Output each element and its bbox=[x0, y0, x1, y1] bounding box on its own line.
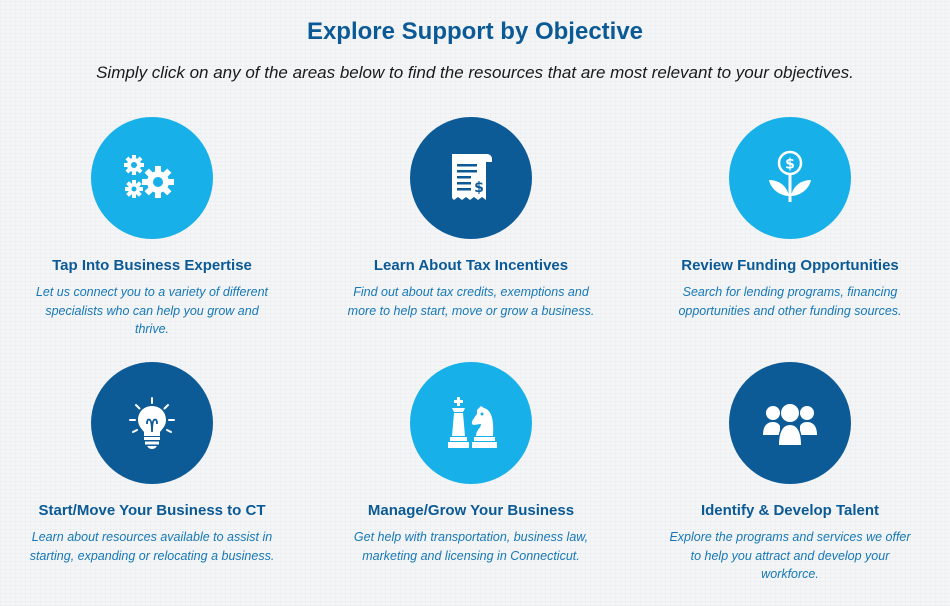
card-manage-grow-business[interactable]: Manage/Grow Your Business Get help with … bbox=[321, 362, 621, 565]
chess-pieces-icon bbox=[448, 397, 497, 448]
people-group-icon bbox=[763, 404, 817, 445]
gears-icon bbox=[124, 155, 174, 198]
card-funding-opportunities[interactable]: $ Review Funding Opportunities Search fo… bbox=[640, 117, 940, 320]
card-icon-circle[interactable] bbox=[410, 362, 532, 484]
svg-text:$: $ bbox=[474, 180, 484, 196]
card-description: Search for lending programs, financing o… bbox=[678, 285, 902, 318]
page-subtitle: Simply click on any of the areas below t… bbox=[96, 63, 854, 82]
card-title[interactable]: Identify & Develop Talent bbox=[700, 502, 880, 519]
card-icon-circle[interactable]: $ bbox=[410, 117, 532, 239]
page-title: Explore Support by Objective bbox=[306, 18, 644, 45]
card-description: Let us connect you to a variety of diffe… bbox=[35, 285, 269, 336]
card-title[interactable]: Learn About Tax Incentives bbox=[373, 257, 569, 274]
card-description: Find out about tax credits, exemptions a… bbox=[347, 285, 595, 318]
card-title[interactable]: Tap Into Business Expertise bbox=[52, 257, 252, 274]
card-description: Get help with transportation, business l… bbox=[353, 530, 589, 563]
money-plant-icon: $ bbox=[769, 150, 811, 202]
svg-text:$: $ bbox=[785, 157, 795, 173]
card-icon-circle[interactable] bbox=[91, 117, 213, 239]
lightbulb-icon bbox=[129, 397, 175, 449]
card-tax-incentives[interactable]: $ Learn About Tax Incentives Find out ab… bbox=[321, 117, 621, 320]
card-icon-circle[interactable]: $ bbox=[729, 117, 851, 239]
card-title[interactable]: Manage/Grow Your Business bbox=[367, 502, 575, 519]
card-start-move-business[interactable]: Start/Move Your Business to CT Learn abo… bbox=[2, 362, 302, 565]
card-business-expertise[interactable]: Tap Into Business Expertise Let us conne… bbox=[2, 117, 302, 339]
card-identify-develop-talent[interactable]: Identify & Develop Talent Explore the pr… bbox=[640, 362, 940, 584]
card-icon-circle[interactable] bbox=[729, 362, 851, 484]
card-title[interactable]: Review Funding Opportunities bbox=[681, 257, 899, 274]
card-description: Learn about resources available to assis… bbox=[29, 530, 275, 563]
receipt-dollar-icon: $ bbox=[452, 154, 492, 200]
card-title[interactable]: Start/Move Your Business to CT bbox=[38, 502, 266, 519]
card-icon-circle[interactable] bbox=[91, 362, 213, 484]
card-description: Explore the programs and services we off… bbox=[669, 530, 911, 581]
